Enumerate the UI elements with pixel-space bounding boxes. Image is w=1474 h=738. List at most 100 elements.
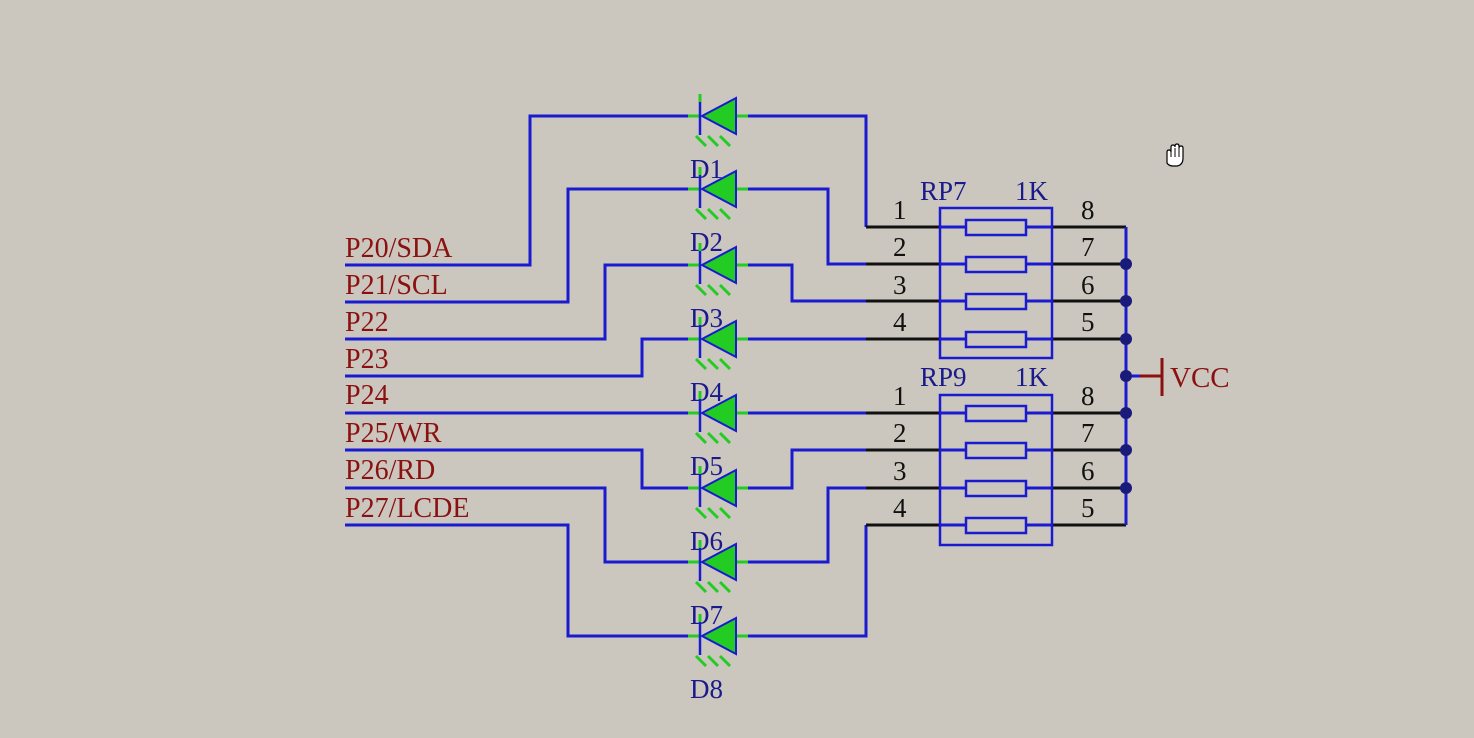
led-d3[interactable]: D3	[688, 243, 748, 333]
net-label-p22[interactable]: P22	[345, 307, 389, 338]
wire-p23	[345, 337, 700, 378]
led-ray	[718, 580, 732, 594]
led-triangle	[699, 245, 737, 285]
led-triangle	[699, 169, 737, 209]
led-ray	[706, 207, 720, 221]
junction-dot	[1120, 258, 1132, 270]
led-ray	[706, 506, 720, 520]
net-wires	[345, 114, 700, 638]
vcc-label[interactable]: VCC	[1170, 362, 1230, 394]
net-label-p21[interactable]: P21/SCL	[345, 270, 448, 301]
led-ref-label: D6	[690, 526, 723, 556]
led-ray	[694, 283, 708, 297]
pin-number: 2	[893, 418, 907, 448]
pin-number: 8	[1081, 195, 1095, 225]
pin-number: 3	[893, 456, 907, 486]
led-ray	[694, 506, 708, 520]
led-d2[interactable]: D2	[688, 167, 748, 257]
resistor-pack-ref: RP9	[920, 362, 967, 392]
pin-number: 5	[1081, 493, 1095, 523]
led-d4[interactable]: D4	[688, 317, 748, 407]
led-ray	[718, 283, 732, 297]
led-triangle	[699, 468, 737, 508]
led-ref-label: D4	[690, 377, 723, 407]
net-label-p24[interactable]: P24	[345, 380, 389, 411]
net-label-p26[interactable]: P26/RD	[345, 455, 435, 486]
led-d1[interactable]: D1	[688, 94, 748, 184]
led-d8[interactable]: D8	[688, 614, 748, 704]
wire-d6	[740, 448, 866, 490]
led-d6[interactable]: D6	[688, 466, 748, 556]
led-triangle	[699, 542, 737, 582]
led-ref-label: D2	[690, 227, 723, 257]
net-label-p20[interactable]: P20/SDA	[345, 233, 453, 264]
junction-dot	[1120, 407, 1132, 419]
led-ray	[706, 134, 720, 148]
junction-dot	[1120, 482, 1132, 494]
pin-number: 1	[893, 381, 907, 411]
pin-number: 6	[1081, 270, 1095, 300]
junction-dot	[1120, 444, 1132, 456]
wire-d8	[740, 525, 868, 638]
pin-number: 4	[893, 493, 907, 523]
wire-p27	[345, 523, 700, 638]
wire-p21	[345, 187, 700, 304]
led-d5[interactable]: D5	[688, 391, 748, 481]
resistor-element	[964, 479, 1028, 498]
resistor-element	[964, 255, 1028, 274]
net-labels: P20/SDA P21/SCL P22 P23 P24 P25/WR P26/R…	[345, 233, 469, 524]
led-triangle	[699, 616, 737, 656]
resistor-element	[964, 330, 1028, 349]
wire-d3	[740, 263, 866, 303]
led-ray	[694, 654, 708, 668]
resistor-element	[964, 516, 1028, 535]
net-label-p27[interactable]: P27/LCDE	[345, 493, 469, 524]
net-label-p23[interactable]: P23	[345, 344, 389, 375]
resistor-pack-rp9[interactable]: RP9 1K 1 2 3 4 8 7 6 5	[893, 362, 1095, 547]
resistor-pack-ref: RP7	[920, 176, 967, 206]
led-ray	[718, 207, 732, 221]
pin-number: 6	[1081, 456, 1095, 486]
resistor-element	[964, 292, 1028, 311]
pin-number: 2	[893, 232, 907, 262]
pin-number: 8	[1081, 381, 1095, 411]
junction-dot	[1120, 333, 1132, 345]
led-ray	[706, 654, 720, 668]
vcc-bus: VCC	[1052, 225, 1230, 527]
resistor-element	[964, 441, 1028, 460]
wire-p25	[345, 448, 700, 490]
led-ray	[718, 506, 732, 520]
pin-number: 1	[893, 195, 907, 225]
led-ray	[694, 207, 708, 221]
led-ray	[718, 134, 732, 148]
junction-dot	[1120, 370, 1132, 382]
led-ref-label: D1	[690, 154, 723, 184]
resistor-element	[964, 404, 1028, 423]
wire-d7	[740, 486, 866, 564]
led-d7[interactable]: D7	[688, 540, 748, 630]
wire-d1	[740, 114, 868, 227]
resistor-pack-value: 1K	[1015, 176, 1049, 206]
led-ray	[694, 431, 708, 445]
wire-p26	[345, 486, 700, 564]
led-ray	[718, 654, 732, 668]
led-ray	[706, 431, 720, 445]
pin-number: 7	[1081, 232, 1095, 262]
led-ray	[706, 580, 720, 594]
pin-number: 7	[1081, 418, 1095, 448]
wire-d2	[740, 187, 866, 266]
led-ray	[706, 357, 720, 371]
pin-number: 3	[893, 270, 907, 300]
resistor-pack-rp7[interactable]: RP7 1K 1 2 3 4 8 7 6 5	[893, 176, 1095, 360]
net-label-p25[interactable]: P25/WR	[345, 418, 442, 449]
led-to-resistor-wires	[740, 114, 940, 638]
led-ray	[718, 431, 732, 445]
led-ray	[694, 357, 708, 371]
wire-p20	[345, 114, 700, 267]
led-ref-label: D5	[690, 451, 723, 481]
junction-dot	[1120, 295, 1132, 307]
resistor-element	[964, 218, 1028, 237]
led-ray	[694, 134, 708, 148]
